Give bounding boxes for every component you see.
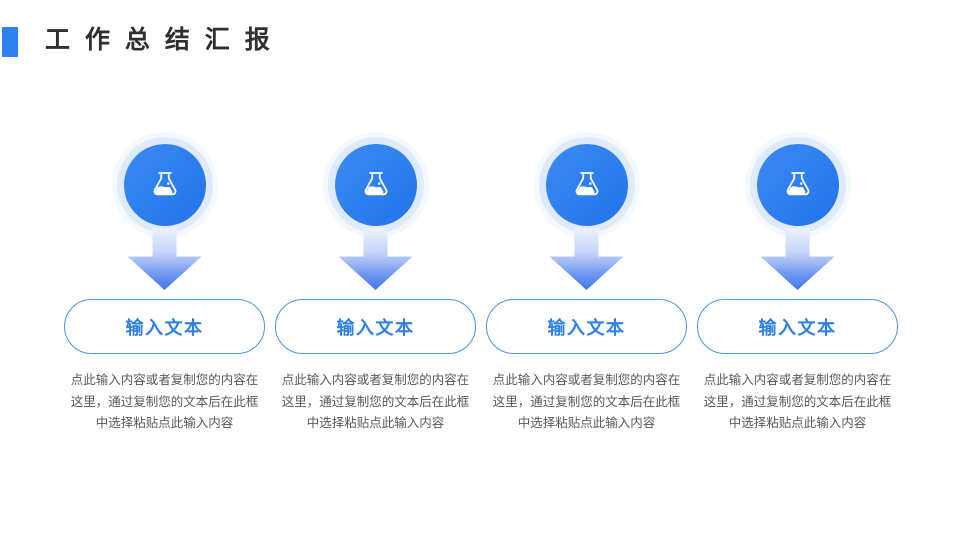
flask-icon — [575, 172, 598, 196]
text-input-button[interactable]: 输入文本 — [486, 299, 687, 354]
down-arrow-icon — [127, 228, 202, 290]
text-input-button[interactable]: 输入文本 — [64, 299, 265, 354]
text-input-button-label: 输入文本 — [758, 317, 837, 338]
flask-icon — [153, 172, 176, 196]
text-input-button-label: 输入文本 — [336, 317, 415, 338]
step-column-3: 输入文本 点此输入内容或者复制您的内容在这里，通过复制您的文本后在此框中选择粘贴… — [486, 137, 687, 435]
step-icon-circle — [545, 144, 628, 226]
step-description: 点此输入内容或者复制您的内容在这里，通过复制您的文本后在此框中选择粘贴点此输入内… — [492, 373, 681, 430]
step-icon-circle — [334, 144, 417, 226]
down-arrow-icon — [549, 228, 624, 290]
down-arrow-icon — [760, 228, 835, 290]
flask-icon — [786, 172, 809, 196]
text-input-button[interactable]: 输入文本 — [697, 299, 898, 354]
page-title: 工 作 总 结 汇 报 — [45, 26, 274, 54]
flask-icon — [364, 172, 387, 196]
text-input-button-label: 输入文本 — [547, 317, 626, 338]
steps-grid: 输入文本 点此输入内容或者复制您的内容在这里，通过复制您的文本后在此框中选择粘贴… — [64, 137, 898, 435]
down-arrow-icon — [338, 228, 413, 290]
step-description: 点此输入内容或者复制您的内容在这里，通过复制您的文本后在此框中选择粘贴点此输入内… — [703, 373, 892, 430]
step-description: 点此输入内容或者复制您的内容在这里，通过复制您的文本后在此框中选择粘贴点此输入内… — [281, 373, 470, 430]
step-column-2: 输入文本 点此输入内容或者复制您的内容在这里，通过复制您的文本后在此框中选择粘贴… — [275, 137, 476, 435]
step-column-4: 输入文本 点此输入内容或者复制您的内容在这里，通过复制您的文本后在此框中选择粘贴… — [697, 137, 898, 435]
step-icon-circle — [756, 144, 839, 226]
step-icon-circle — [123, 144, 206, 226]
text-input-button[interactable]: 输入文本 — [275, 299, 476, 354]
step-description: 点此输入内容或者复制您的内容在这里，通过复制您的文本后在此框中选择粘贴点此输入内… — [70, 373, 259, 430]
step-column-1: 输入文本 点此输入内容或者复制您的内容在这里，通过复制您的文本后在此框中选择粘贴… — [64, 137, 265, 435]
title-accent-bar — [2, 27, 18, 57]
text-input-button-label: 输入文本 — [125, 317, 204, 338]
